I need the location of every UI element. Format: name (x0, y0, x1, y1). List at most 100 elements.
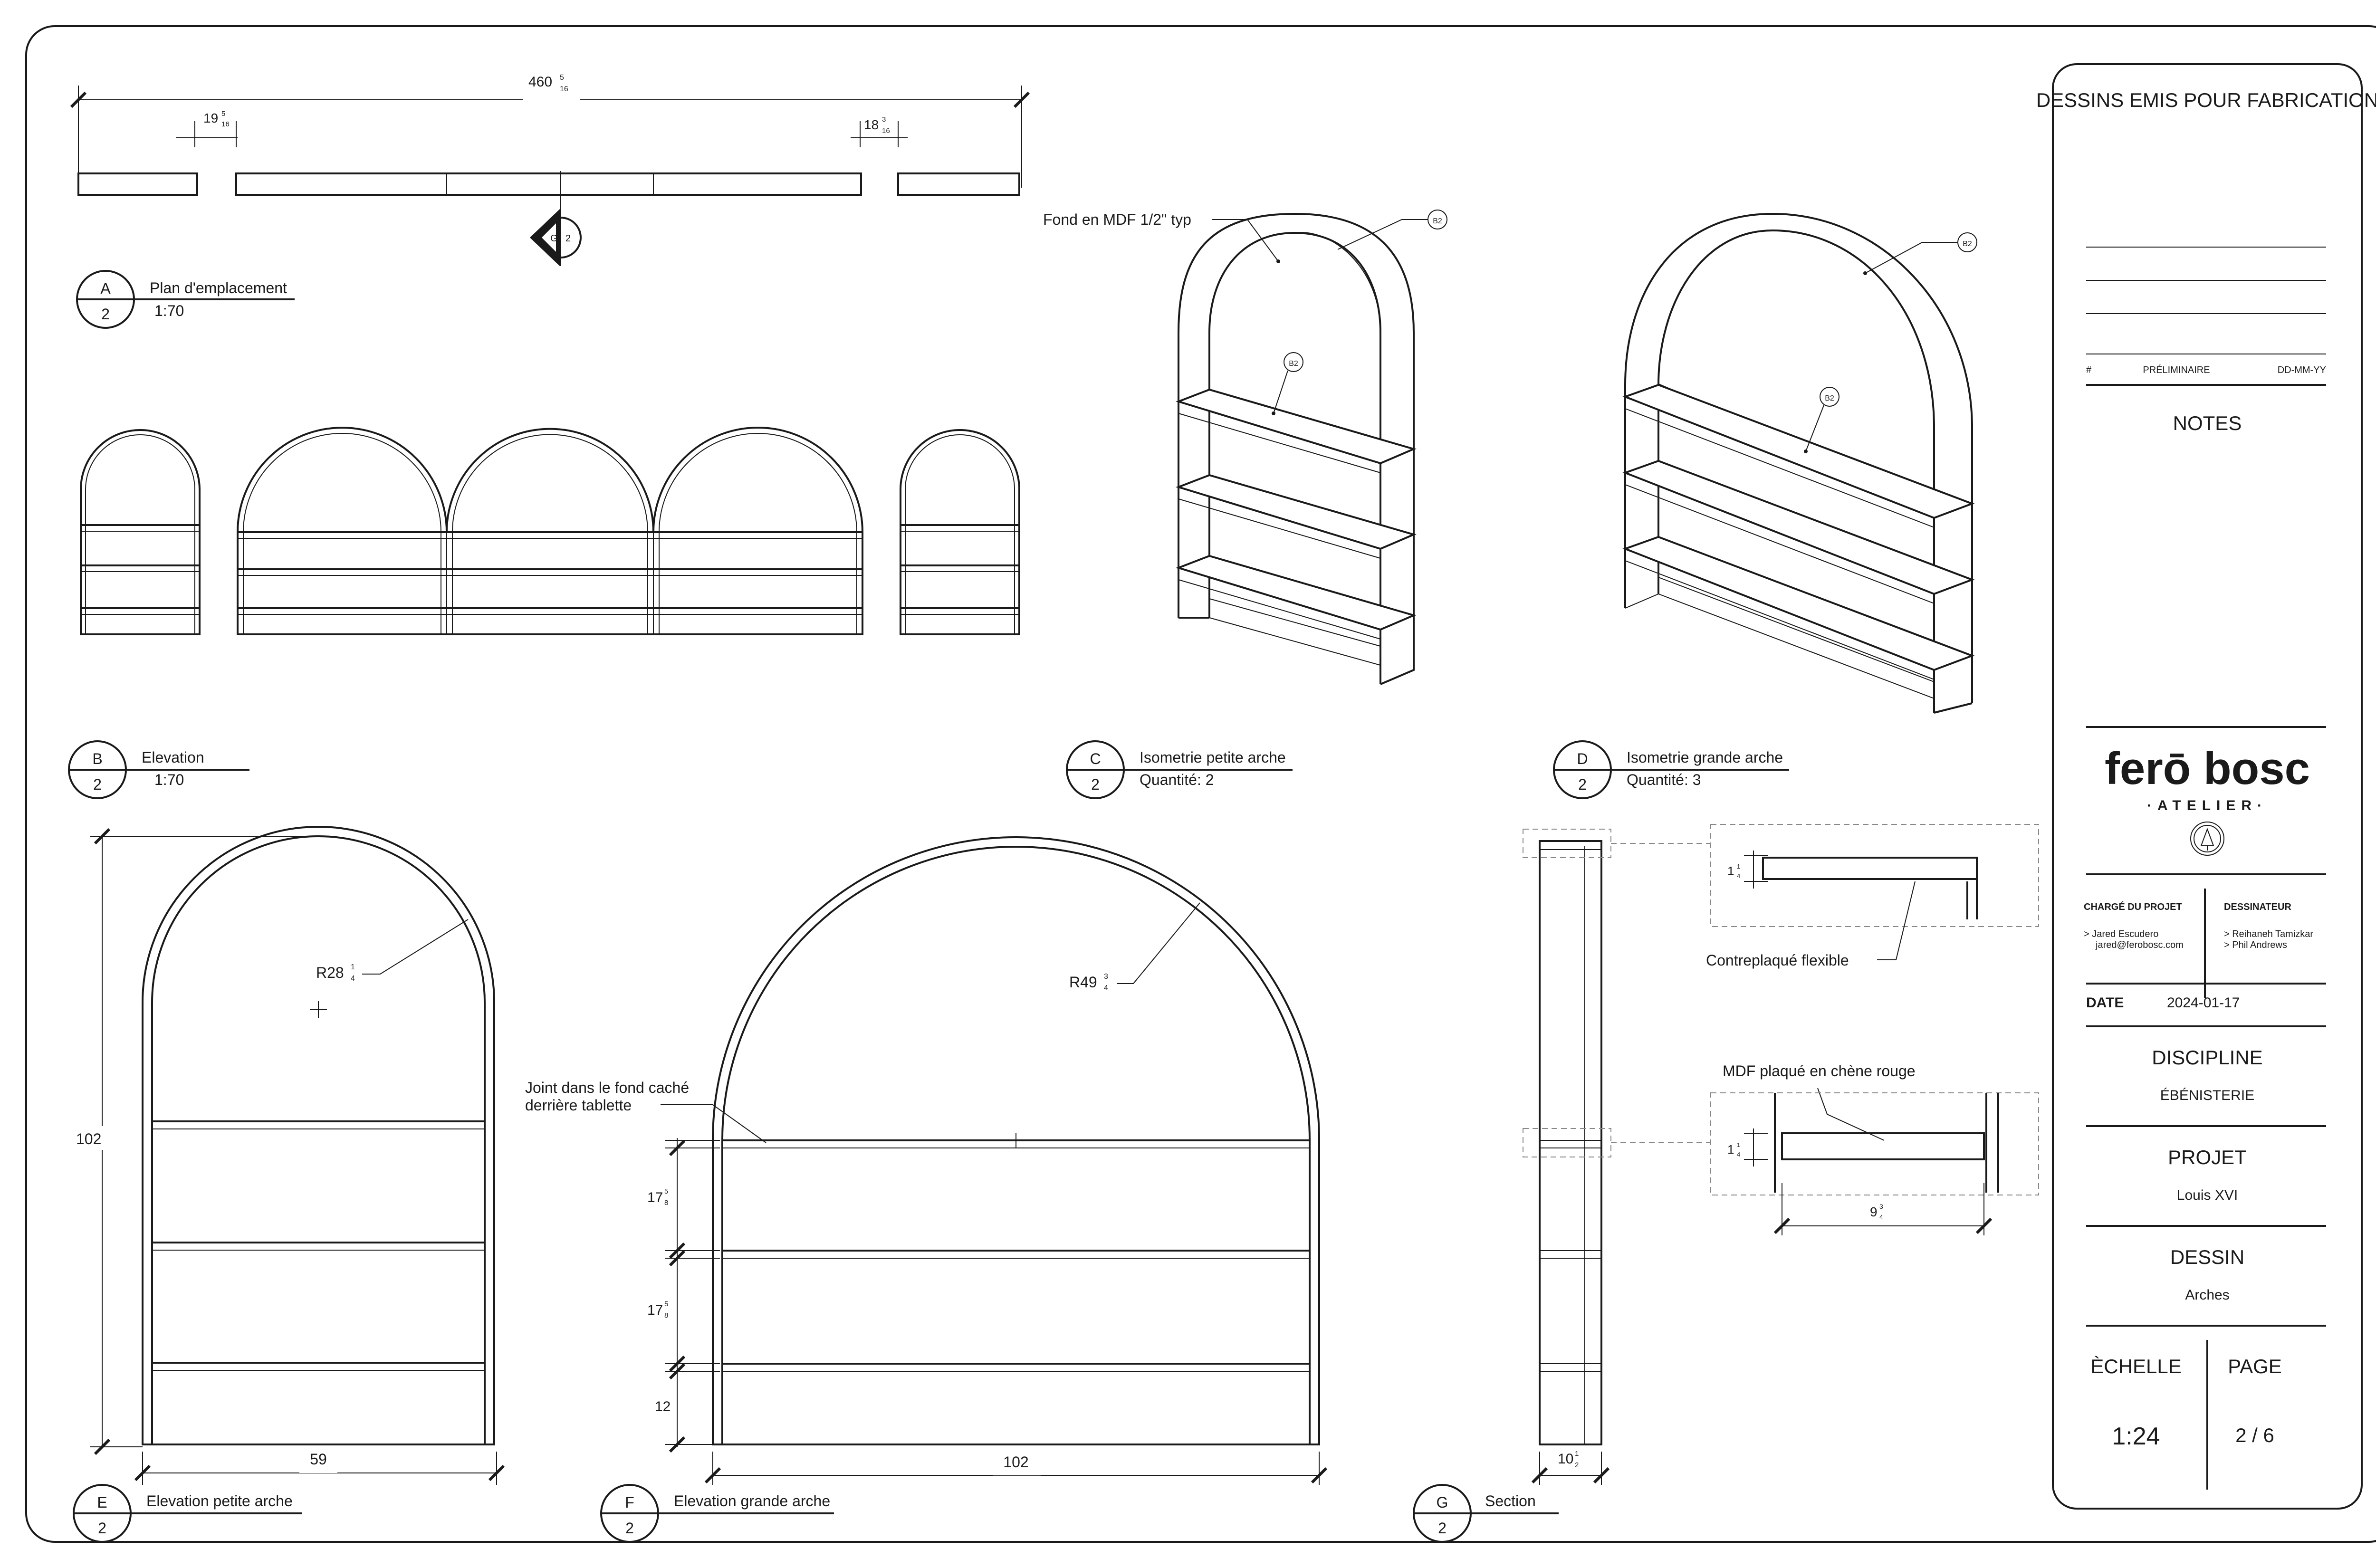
svg-text:1: 1 (351, 963, 355, 971)
view-d-iso-large: B2 B2 D 2 Isometrie grande arche Quantit… (1553, 212, 1977, 799)
svg-text:3: 3 (1879, 1203, 1883, 1210)
dim-g-depth: 10 1 2 (1558, 1450, 1579, 1469)
project-manager-label: CHARGÉ DU PROJET (2084, 901, 2182, 912)
scale-value: 1:24 (2112, 1423, 2160, 1450)
brand-name: ferō bosc (2105, 743, 2310, 794)
dim-e-radius: R28 1 4 (316, 919, 469, 983)
dim-plan-left-gap: 19 5 16 (203, 110, 230, 128)
svg-text:1:70: 1:70 (154, 302, 184, 319)
svg-text:Plan d'emplacement: Plan d'emplacement (150, 279, 287, 296)
svg-text:G: G (550, 233, 558, 244)
svg-text:4: 4 (1737, 872, 1740, 880)
svg-text:5: 5 (664, 1187, 668, 1195)
date-label: DATE (2086, 995, 2124, 1011)
view-c-iso-small: Fond en MDF 1/2" typ B2 B2 C 2 Isometrie… (1043, 210, 1447, 799)
dim-detail-thk-2: 1 1 4 (1727, 1141, 1740, 1158)
svg-text:C: C (1090, 750, 1101, 767)
label-veneer-mdf: MDF plaqué en chène rouge (1723, 1062, 1916, 1080)
view-title-g: G 2 Section (1413, 1484, 1559, 1543)
svg-text:17: 17 (647, 1190, 663, 1205)
view-f-elev-large: R49 3 4 Joint dans le fond caché derrièr… (525, 836, 1328, 1543)
svg-text:4: 4 (1879, 1213, 1883, 1221)
brand-sub: ·ATELIER· (2147, 798, 2268, 813)
svg-text:16: 16 (882, 127, 890, 135)
svg-text:3: 3 (882, 115, 886, 124)
dim-f-base: 12 (655, 1399, 671, 1415)
svg-text:5: 5 (560, 74, 564, 82)
view-title-e: E 2 Elevation petite arche (73, 1484, 302, 1543)
svg-text:2: 2 (1091, 776, 1100, 793)
svg-text:4: 4 (351, 975, 355, 983)
svg-text:jared@ferobosc.com: jared@ferobosc.com (2095, 940, 2184, 950)
issue-title: DESSINS EMIS POUR FABRICATION (2036, 89, 2376, 111)
svg-text:Joint dans le fond caché: Joint dans le fond caché (525, 1079, 689, 1096)
svg-text:4: 4 (1737, 1151, 1740, 1158)
notes-label: NOTES (2173, 412, 2242, 434)
draftsman-label: DESSINATEUR (2224, 902, 2291, 912)
svg-text:2: 2 (93, 776, 102, 793)
page-value: 2 / 6 (2235, 1424, 2274, 1446)
svg-text:8: 8 (664, 1311, 668, 1319)
svg-text:F: F (625, 1494, 634, 1511)
tag-b2-d-top: B2 (1863, 232, 1977, 275)
svg-text:B2: B2 (1289, 360, 1298, 368)
callout-mdf-back: Fond en MDF 1/2" typ (1043, 211, 1280, 263)
svg-text:R49: R49 (1069, 974, 1097, 991)
svg-text:2: 2 (1578, 776, 1587, 793)
title-block: DESSINS EMIS POUR FABRICATION # PRÉLIMIN… (2036, 63, 2376, 1510)
sheet-border (25, 25, 2376, 1543)
svg-text:Isometrie grande arche: Isometrie grande arche (1627, 749, 1783, 766)
svg-text:derrière tablette: derrière tablette (525, 1097, 632, 1114)
label-flex-plywood: Contreplaqué flexible (1706, 952, 1849, 969)
tag-b2-d-shelf: B2 (1804, 387, 1839, 453)
dim-plan-right-gap: 18 3 16 (864, 115, 890, 135)
svg-text:1: 1 (1737, 863, 1740, 870)
svg-text:B: B (92, 750, 102, 767)
svg-text:B2: B2 (1825, 394, 1834, 402)
svg-text:Quantité: 3: Quantité: 3 (1627, 771, 1701, 788)
svg-text:2: 2 (98, 1520, 106, 1537)
tag-b2-c-shelf: B2 (1272, 352, 1303, 415)
svg-text:2: 2 (625, 1520, 634, 1537)
svg-text:Elevation grande arche: Elevation grande arche (674, 1492, 830, 1510)
detail-veneer-mdf: MDF plaqué en chène rouge 1 1 4 9 3 (1710, 1062, 2039, 1235)
discipline-value: ÉBÉNISTERIE (2160, 1088, 2254, 1103)
svg-text:18: 18 (864, 117, 879, 132)
svg-text:1: 1 (1575, 1450, 1579, 1458)
svg-text:1:70: 1:70 (154, 771, 184, 788)
svg-text:PRÉLIMINAIRE: PRÉLIMINAIRE (2143, 364, 2210, 375)
svg-text:B2: B2 (1963, 240, 1972, 248)
svg-text:> Jared Escudero: > Jared Escudero (2084, 929, 2158, 939)
svg-text:DD-MM-YY: DD-MM-YY (2278, 365, 2326, 375)
svg-text:#: # (2086, 365, 2092, 375)
discipline-label: DISCIPLINE (2152, 1046, 2262, 1069)
svg-text:1: 1 (1737, 1141, 1740, 1148)
svg-text:D: D (1577, 750, 1588, 767)
dim-e-width: 59 (310, 1451, 327, 1468)
svg-text:Quantité: 2: Quantité: 2 (1140, 771, 1214, 788)
view-g-section: 10 1 2 1 1 4 Contreplaqué flexible MDF p… (1413, 824, 2039, 1543)
svg-text:Section: Section (1485, 1492, 1536, 1510)
svg-text:8: 8 (664, 1199, 668, 1207)
dim-f-gap-2: 17 5 8 (647, 1300, 668, 1319)
dim-f-width: 102 (1003, 1453, 1028, 1471)
svg-text:Elevation: Elevation (142, 749, 204, 766)
tag-b2-c-top: B2 (1337, 210, 1447, 250)
drawing-label: DESSIN (2170, 1246, 2244, 1268)
svg-text:Fond en MDF 1/2" typ: Fond en MDF 1/2" typ (1043, 211, 1191, 228)
svg-text:R28: R28 (316, 964, 344, 981)
svg-text:2: 2 (1438, 1520, 1447, 1537)
svg-text:460: 460 (528, 74, 552, 90)
section-marker-g: G 2 (530, 209, 582, 266)
svg-text:4: 4 (1104, 984, 1108, 992)
detail-flex-plywood: 1 1 4 Contreplaqué flexible (1706, 824, 2039, 969)
scale-label: ÈCHELLE (2090, 1355, 2181, 1377)
svg-text:1: 1 (1727, 1142, 1734, 1157)
drawing-value: Arches (2185, 1287, 2229, 1303)
svg-text:16: 16 (560, 85, 568, 93)
svg-text:E: E (97, 1494, 107, 1511)
callout-joint: Joint dans le fond caché derrière tablet… (525, 1079, 766, 1143)
view-a-plan: 460 5 16 19 5 16 18 3 16 (70, 71, 1030, 329)
dim-plan-overall: 460 5 16 (528, 74, 568, 93)
